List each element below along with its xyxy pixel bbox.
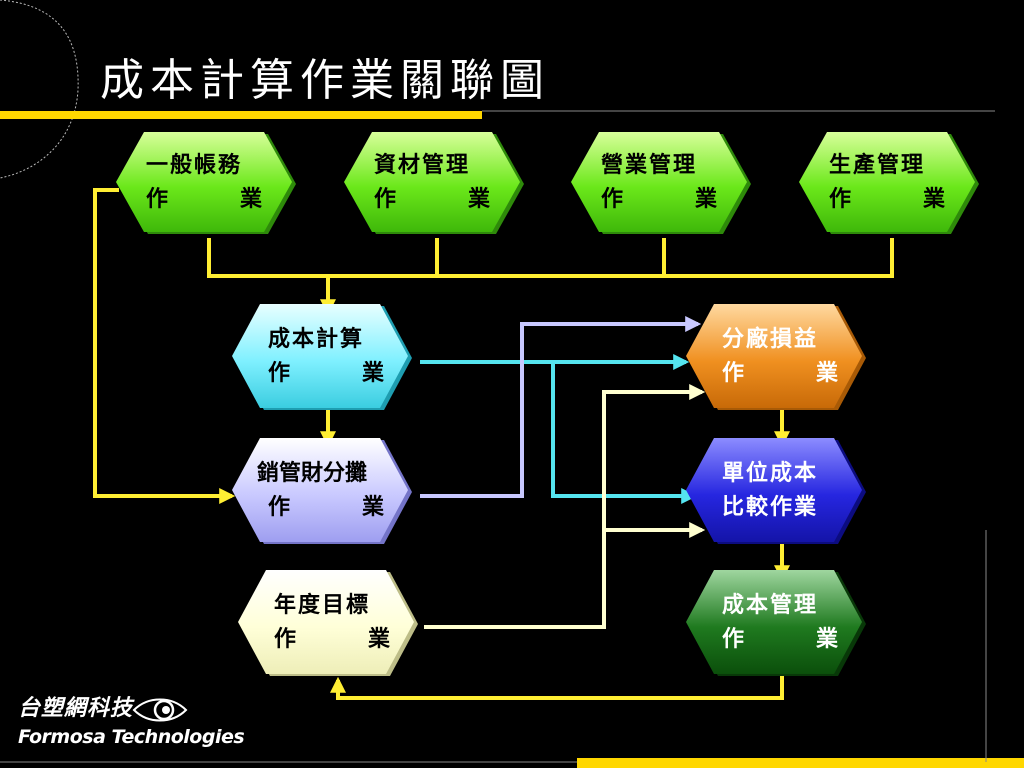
node-label: 業	[361, 494, 386, 520]
node-label: 業	[694, 186, 719, 212]
hex-general-accounting	[116, 132, 296, 234]
connector-general-to-alloc	[93, 188, 236, 504]
node-label: 年度目標	[274, 592, 371, 618]
connector-alloc-to-plant-pl	[420, 316, 702, 498]
node-label: 業	[361, 360, 386, 386]
node-label: 作	[268, 360, 293, 386]
hex-annual-target	[238, 570, 418, 676]
hex-plant-pl	[686, 304, 866, 410]
hex-cost-calc	[232, 304, 412, 410]
node-label: 作	[374, 186, 399, 212]
node-label: 業	[922, 186, 947, 212]
hex-production	[799, 132, 979, 234]
title-accent-bar	[0, 111, 482, 119]
node-label: 營業管理	[601, 152, 698, 178]
node-general-accounting: 一般帳務 作 業	[120, 142, 290, 222]
connectors	[93, 188, 894, 700]
hex-materials	[344, 132, 524, 234]
node-label: 作	[829, 186, 854, 212]
node-label: 生產管理	[829, 152, 926, 178]
node-label: 業	[815, 626, 840, 652]
logo-english-name: Formosa Technologies	[18, 726, 245, 748]
page-title: 成本計算作業關聯圖	[100, 55, 550, 106]
node-label: 銷管財分攤	[257, 460, 368, 486]
node-production: 生產管理 作 業	[803, 142, 973, 222]
node-label: 作	[268, 494, 293, 520]
node-label: 作	[722, 360, 747, 386]
connector-top-bus	[207, 238, 894, 278]
hexagons	[116, 132, 979, 676]
node-cost-calc: 成本計算 作 業	[242, 316, 412, 396]
node-label: 作	[601, 186, 626, 212]
node-label: 比較作業	[722, 494, 819, 520]
node-label: 作	[274, 626, 299, 652]
connector-cost-calc-to-unit-cost	[551, 362, 698, 504]
hex-sales-admin-alloc	[232, 438, 412, 544]
node-materials: 資材管理 作 業	[348, 142, 518, 222]
node-label: 資材管理	[374, 152, 471, 178]
logo-chinese-name: 台塑網科技	[18, 696, 134, 721]
hex-unit-cost	[686, 438, 866, 544]
node-label: 業	[367, 626, 392, 652]
hex-sales	[571, 132, 751, 234]
decorative-arc	[0, 0, 79, 179]
node-plant-pl: 分廠損益 作 業	[696, 316, 866, 396]
node-label: 業	[239, 186, 264, 212]
node-label: 單位成本	[722, 460, 819, 486]
bottom-accent-bar	[577, 758, 1024, 768]
node-label: 成本管理	[722, 592, 819, 618]
node-sales-admin-alloc: 銷管財分攤 作 業	[242, 450, 412, 530]
node-label: 分廠損益	[722, 326, 819, 352]
node-label: 作	[146, 186, 171, 212]
node-unit-cost: 單位成本 比較作業	[696, 450, 866, 530]
node-sales: 營業管理 作 業	[575, 142, 745, 222]
connector-cost-mgmt-to-target	[330, 674, 784, 700]
connector-target-to-plant-pl	[424, 384, 706, 629]
node-label: 成本計算	[268, 326, 365, 352]
node-label: 作	[722, 626, 747, 652]
hex-cost-mgmt	[686, 570, 866, 676]
node-label: 一般帳務	[146, 152, 243, 178]
company-logo: 台塑網科技 Formosa Technologies	[18, 690, 245, 748]
logo-eye-icon	[132, 698, 188, 722]
node-label: 業	[815, 360, 840, 386]
node-annual-target: 年度目標 作 業	[248, 582, 418, 662]
node-label: 業	[467, 186, 492, 212]
node-cost-mgmt: 成本管理 作 業	[696, 582, 866, 662]
